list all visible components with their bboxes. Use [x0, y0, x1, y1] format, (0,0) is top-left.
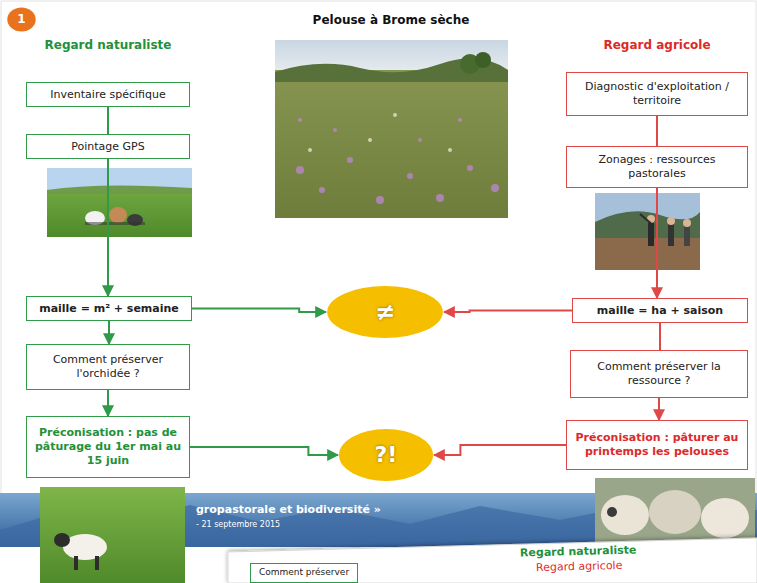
node-text: ≠ — [375, 297, 395, 327]
survey-photo — [47, 168, 192, 237]
node-text: 1 — [17, 12, 25, 27]
connector — [656, 116, 658, 146]
node-text: Comment préserver l'orchidée ? — [33, 353, 183, 381]
callout-number: 1 — [7, 7, 36, 32]
slide-frame — [1, 1, 756, 546]
comparison-ellipse: ≠ — [326, 285, 444, 339]
process-box: Diagnostic d'exploitation / territoire — [566, 72, 748, 116]
farmers-photo — [595, 193, 700, 270]
node-text: Comment préserver la ressource ? — [577, 360, 741, 388]
connector — [659, 323, 661, 350]
node-text: Diagnostic d'exploitation / territoire — [573, 80, 741, 108]
connector — [434, 445, 566, 455]
text-label: Regard agricole — [536, 559, 623, 574]
node-text: Comment préserver — [259, 567, 349, 578]
node-text: maille = m² + semaine — [39, 302, 179, 316]
text-label: - 21 septembre 2015 — [196, 520, 280, 529]
conflict-ellipse: ?! — [338, 428, 434, 482]
meadow-photo — [275, 40, 508, 218]
recommendation-box: Préconisation : pâturer au printemps les… — [566, 420, 748, 470]
connector — [658, 398, 660, 420]
node-text: Zonages : ressources pastorales — [573, 153, 741, 181]
ellipse-fill — [327, 286, 443, 338]
process-box: Inventaire spécifique — [26, 82, 190, 107]
text-label: gropastorale et biodiversité » — [196, 503, 381, 516]
node-text: Préconisation : pas de pâturage du 1er m… — [33, 426, 183, 467]
text-label: Regard naturaliste — [520, 543, 637, 559]
text-label: Regard naturaliste — [8, 38, 208, 52]
connector — [107, 107, 109, 134]
connector — [108, 321, 110, 344]
process-box: Pointage GPS — [26, 134, 190, 159]
sheep-photo-right — [595, 478, 755, 546]
node-text: maille = ha + saison — [597, 304, 723, 318]
connector — [107, 159, 109, 296]
scale-box: maille = m² + semaine — [26, 296, 192, 321]
connector — [190, 447, 338, 455]
circle-fill — [7, 8, 35, 32]
diagram-title: Pelouse à Brome sèche — [271, 13, 511, 27]
connector — [192, 309, 326, 313]
next-slide — [228, 538, 757, 583]
question-box: Comment préserver — [250, 563, 358, 583]
sheep-photo-left — [40, 487, 185, 583]
node-text: Préconisation : pâturer au printemps les… — [573, 431, 741, 459]
scale-box: maille = ha + saison — [572, 298, 748, 323]
node-text: Pointage GPS — [71, 140, 144, 154]
question-box: Comment préserver l'orchidée ? — [26, 344, 190, 390]
text-label: Regard agricole — [567, 38, 747, 52]
process-box: Zonages : ressources pastorales — [566, 146, 748, 188]
ellipse-fill — [339, 429, 433, 481]
question-box: Comment préserver la ressource ? — [570, 350, 748, 398]
recommendation-box: Préconisation : pas de pâturage du 1er m… — [26, 416, 190, 478]
node-text: Inventaire spécifique — [50, 88, 165, 102]
node-text: ?! — [375, 441, 398, 469]
connector — [656, 188, 658, 298]
connector — [107, 390, 109, 416]
connector — [444, 311, 572, 313]
